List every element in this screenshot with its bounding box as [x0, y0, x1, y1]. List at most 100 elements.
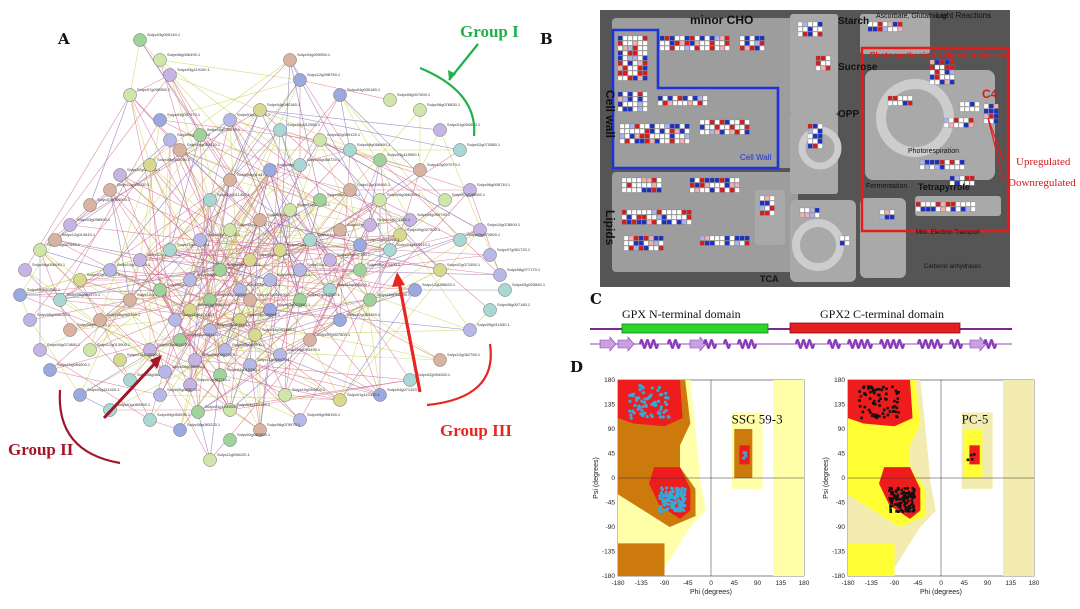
network-node[interactable]: [33, 243, 47, 257]
network-node[interactable]: [243, 358, 257, 372]
network-node[interactable]: [383, 243, 397, 257]
network-node[interactable]: [183, 273, 197, 287]
network-node[interactable]: [203, 323, 217, 337]
network-node[interactable]: [203, 453, 217, 467]
network-node[interactable]: [193, 128, 207, 142]
network-node[interactable]: [53, 293, 67, 307]
network-node[interactable]: [403, 213, 417, 227]
network-node[interactable]: [453, 143, 467, 157]
network-node[interactable]: [173, 333, 187, 347]
network-node[interactable]: [463, 323, 477, 337]
network-node[interactable]: [363, 293, 377, 307]
network-node[interactable]: [223, 403, 237, 417]
network-node[interactable]: [283, 53, 297, 67]
network-node[interactable]: [343, 183, 357, 197]
network-node[interactable]: [323, 253, 337, 267]
network-node[interactable]: [43, 363, 57, 377]
network-node[interactable]: [248, 328, 262, 342]
network-node[interactable]: [233, 313, 247, 327]
network-node[interactable]: [343, 143, 357, 157]
network-node[interactable]: [313, 133, 327, 147]
network-node[interactable]: [113, 168, 127, 182]
network-node[interactable]: [393, 228, 407, 242]
network-node[interactable]: [303, 333, 317, 347]
network-node[interactable]: [223, 173, 237, 187]
network-node[interactable]: [163, 243, 177, 257]
network-node[interactable]: [333, 223, 347, 237]
network-node[interactable]: [213, 263, 227, 277]
network-node[interactable]: [168, 313, 182, 327]
network-node[interactable]: [293, 158, 307, 172]
network-node[interactable]: [373, 193, 387, 207]
network-node[interactable]: [273, 243, 287, 257]
network-node[interactable]: [433, 123, 447, 137]
network-node[interactable]: [183, 303, 197, 317]
network-node[interactable]: [303, 233, 317, 247]
network-node[interactable]: [263, 163, 277, 177]
network-node[interactable]: [173, 423, 187, 437]
network-node[interactable]: [218, 343, 232, 357]
network-node[interactable]: [13, 288, 27, 302]
network-node[interactable]: [203, 193, 217, 207]
network-node[interactable]: [333, 313, 347, 327]
network-node[interactable]: [18, 263, 32, 277]
network-node[interactable]: [373, 388, 387, 402]
network-node[interactable]: [283, 203, 297, 217]
network-node[interactable]: [413, 163, 427, 177]
network-node[interactable]: [293, 263, 307, 277]
network-node[interactable]: [23, 313, 37, 327]
network-node[interactable]: [353, 263, 367, 277]
network-node[interactable]: [293, 413, 307, 427]
network-node[interactable]: [123, 88, 137, 102]
network-node[interactable]: [433, 353, 447, 367]
network-node[interactable]: [173, 143, 187, 157]
network-node[interactable]: [73, 273, 87, 287]
network-node[interactable]: [48, 233, 62, 247]
network-node[interactable]: [483, 303, 497, 317]
network-node[interactable]: [243, 293, 257, 307]
network-node[interactable]: [213, 368, 227, 382]
network-node[interactable]: [233, 283, 247, 297]
network-node[interactable]: [323, 283, 337, 297]
network-node[interactable]: [253, 423, 267, 437]
network-node[interactable]: [383, 93, 397, 107]
network-node[interactable]: [163, 68, 177, 82]
network-node[interactable]: [103, 263, 117, 277]
network-node[interactable]: [373, 153, 387, 167]
network-node[interactable]: [293, 293, 307, 307]
network-node[interactable]: [438, 193, 452, 207]
network-node[interactable]: [363, 218, 377, 232]
network-node[interactable]: [223, 113, 237, 127]
network-node[interactable]: [103, 183, 117, 197]
network-node[interactable]: [253, 103, 267, 117]
network-node[interactable]: [498, 283, 512, 297]
network-node[interactable]: [433, 263, 447, 277]
network-node[interactable]: [223, 223, 237, 237]
network-node[interactable]: [483, 248, 497, 262]
network-node[interactable]: [463, 183, 477, 197]
network-node[interactable]: [63, 323, 77, 337]
network-node[interactable]: [203, 293, 217, 307]
network-node[interactable]: [133, 253, 147, 267]
network-node[interactable]: [273, 123, 287, 137]
network-node[interactable]: [143, 158, 157, 172]
network-node[interactable]: [33, 343, 47, 357]
network-node[interactable]: [83, 343, 97, 357]
network-node[interactable]: [158, 365, 172, 379]
network-node[interactable]: [153, 53, 167, 67]
network-node[interactable]: [133, 33, 147, 47]
network-node[interactable]: [193, 233, 207, 247]
network-node[interactable]: [163, 133, 177, 147]
network-node[interactable]: [153, 113, 167, 127]
network-node[interactable]: [188, 353, 202, 367]
network-node[interactable]: [263, 303, 277, 317]
network-node[interactable]: [93, 313, 107, 327]
network-node[interactable]: [143, 343, 157, 357]
network-node[interactable]: [253, 213, 267, 227]
network-node[interactable]: [333, 393, 347, 407]
network-node[interactable]: [278, 388, 292, 402]
network-node[interactable]: [473, 223, 487, 237]
network-node[interactable]: [191, 405, 205, 419]
network-node[interactable]: [403, 373, 417, 387]
network-node[interactable]: [183, 378, 197, 392]
